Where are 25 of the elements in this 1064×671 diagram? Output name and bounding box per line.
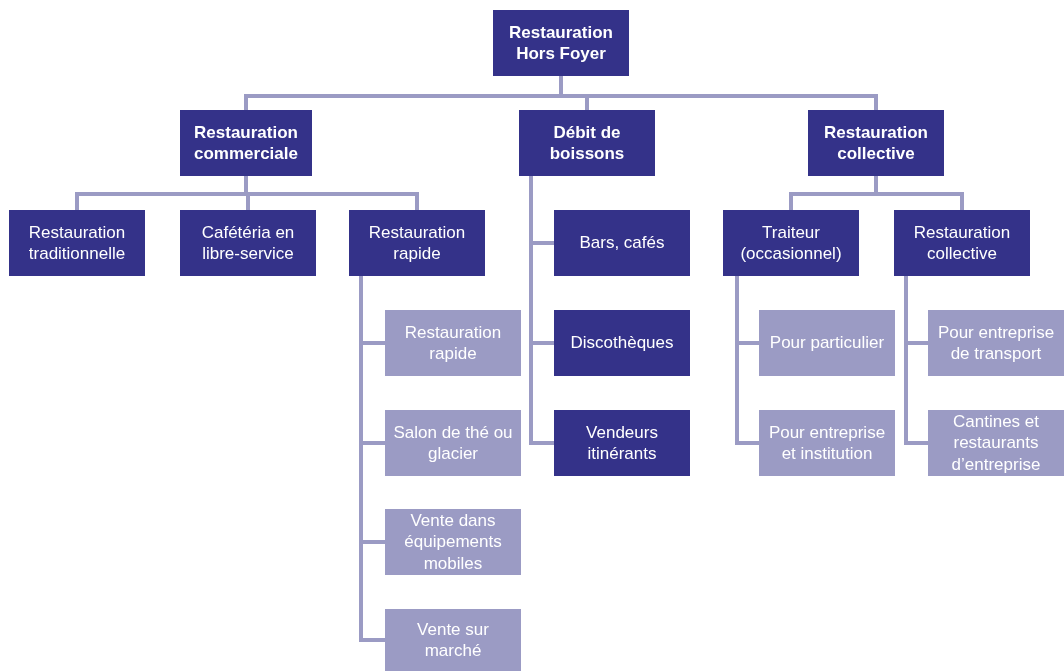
category-box: Discothèques [554, 310, 690, 376]
category-box: Restauration collective [894, 210, 1030, 276]
category-box: Pour entreprise et institution [759, 410, 895, 476]
category-box: Restauration traditionnelle [9, 210, 145, 276]
connector-line [904, 276, 928, 445]
category-box: Vendeurs itinérants [554, 410, 690, 476]
category-box: Débit de boissons [519, 110, 655, 176]
category-box: Vente dans équipements mobiles [385, 509, 521, 575]
category-box: Restauration rapide [385, 310, 521, 376]
category-box: Salon de thé ou glacier [385, 410, 521, 476]
category-box: Vente sur marché [385, 609, 521, 671]
category-box: Cantines et restaurants d’entreprise [928, 410, 1064, 476]
category-box: Traiteur (occasionnel) [723, 210, 859, 276]
category-box: Restauration collective [808, 110, 944, 176]
connector-line [874, 176, 964, 210]
connector-line [359, 276, 385, 642]
category-box: Restauration rapide [349, 210, 485, 276]
category-box: Cafétéria en libre-service [180, 210, 316, 276]
connector-line [735, 276, 759, 445]
category-box: Pour particulier [759, 310, 895, 376]
connector-line [529, 176, 554, 445]
category-box: Bars, cafés [554, 210, 690, 276]
category-box: Restauration commerciale [180, 110, 312, 176]
category-box: Restauration Hors Foyer [493, 10, 629, 76]
category-box: Pour entreprise de transport [928, 310, 1064, 376]
